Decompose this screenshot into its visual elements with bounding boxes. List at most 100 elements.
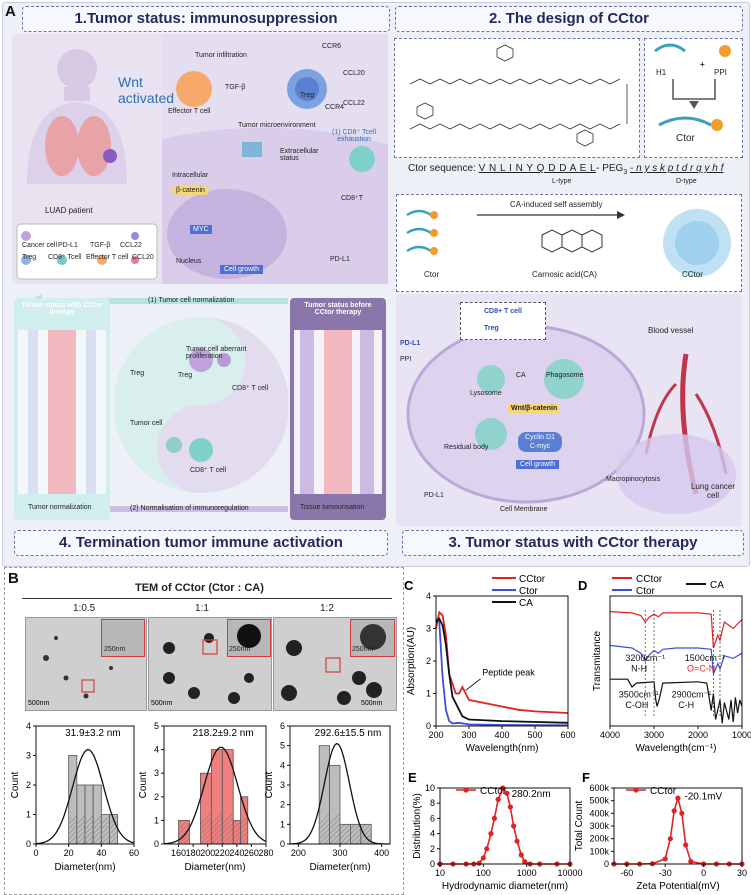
x-tick-label: 30 <box>737 868 747 878</box>
y-axis-label: Count <box>264 771 275 798</box>
tumor-cell-label: Tumor cell <box>130 420 162 427</box>
pdl1-label-sec3: PD-L1 <box>400 340 420 347</box>
x-tick-label: 3000 <box>644 730 664 740</box>
y-tick-label: 0 <box>26 839 31 849</box>
legend-cancer-cell: Cancer cell <box>22 240 58 252</box>
size-annotation: 31.9±3.2 nm <box>65 728 121 739</box>
effector-t-label: Effector T cell <box>168 108 210 115</box>
x-tick-label: 1000 <box>732 730 751 740</box>
y-tick-label: 200k <box>589 834 609 844</box>
y-tick-label: 10 <box>425 783 435 793</box>
y-axis-label: Count <box>10 771 21 798</box>
legend-ccl22: CCL22 <box>120 242 142 249</box>
ctor-label: Ctor <box>676 133 695 144</box>
legend-label: CA <box>710 580 724 591</box>
y-tick-label: 1 <box>26 810 31 820</box>
data-point <box>514 839 519 844</box>
data-point <box>488 831 493 836</box>
section-1-title: 1.Tumor status: immunosuppression <box>22 6 390 32</box>
d-type-label: D-type <box>676 178 697 185</box>
ratio-1: 1:0.5 <box>73 603 95 614</box>
cd8t-label: CD8⁺T <box>341 194 363 202</box>
tme-label: Tumor microenvironment <box>238 122 316 129</box>
series-line-cctor <box>436 612 568 713</box>
legend-ccl20: CCL20 <box>132 254 154 261</box>
panel-b-letter: B <box>8 570 19 587</box>
treg-label-left: Treg <box>130 370 144 377</box>
cd8-label-right: CD8⁺ T cell <box>232 384 268 392</box>
sequence-d: - n y s k p t d r q y h f <box>630 163 723 174</box>
data-point <box>688 859 693 864</box>
x-tick-label: 10 <box>435 868 445 878</box>
legend-label: CCtor <box>636 574 663 585</box>
data-point <box>511 823 516 828</box>
lung-cancer-cell-label: Lung cancer cell <box>690 482 736 500</box>
legend-label: CA <box>519 598 533 609</box>
patient-label: LUAD patient <box>45 206 93 215</box>
x-tick-label: 10000 <box>557 868 582 878</box>
y-tick-label: 3 <box>426 624 431 634</box>
y-tick-label: 5 <box>154 721 159 731</box>
inset-scale-1: 250nm <box>104 646 125 653</box>
before-therapy-title: Tumor status before CCtor therapy <box>294 302 382 316</box>
lysosome-label: Lysosome <box>470 390 502 397</box>
pdl1-bottom-label: PD-L1 <box>424 492 444 499</box>
sequence-l: V N L I N Y Q D D A E L <box>479 163 596 174</box>
x-tick-label: 500 <box>527 730 542 740</box>
x-tick-label: 300 <box>461 730 476 740</box>
ratio-2: 1:1 <box>195 603 209 614</box>
y-tick-label: 0 <box>604 859 609 869</box>
treg-label-right: Treg <box>178 372 192 379</box>
legend-marker <box>633 787 638 792</box>
legend-marker <box>463 787 468 792</box>
y-tick-label: 4 <box>280 760 285 770</box>
peak-annotation: 280.2nm <box>512 789 551 800</box>
series-line-cctor <box>614 798 742 864</box>
wnt-catenin-label: Wnt/β-catenin <box>508 404 560 413</box>
legend-tgfb: TGF-β <box>90 240 120 252</box>
data-point <box>683 842 688 847</box>
legend-label: CCtor <box>480 786 507 797</box>
treg-label-sec3: Treg <box>484 325 499 332</box>
x-tick-label: 400 <box>374 848 389 858</box>
y-tick-label: 100k <box>589 846 609 856</box>
phagosome-label: Phagosome <box>546 372 583 379</box>
legend-treg: Treg <box>22 252 48 264</box>
normalization-arrow-label: (1) Tumor cell normalization <box>148 297 234 304</box>
tumor-normalization-label: Tumor normalization <box>28 504 92 511</box>
series-line-cctor <box>610 612 742 648</box>
y-tick-label: 8 <box>430 798 435 808</box>
tgfb-label: TGF-β <box>225 84 245 91</box>
y-tick-label: 4 <box>26 721 31 731</box>
x-axis-label: Hydrodynamic diameter(nm) <box>442 881 568 892</box>
ccl20-label: CCL20 <box>343 70 365 77</box>
x-tick-label: 0 <box>33 848 38 858</box>
x-tick-label: -60 <box>620 868 633 878</box>
y-tick-label: 300k <box>589 821 609 831</box>
x-tick-label: 20 <box>64 848 74 858</box>
cell-growth-label-sec3: Cell growth <box>516 460 559 469</box>
data-point <box>492 816 497 821</box>
ccr4-label: CCR4 <box>325 104 344 111</box>
data-point <box>519 852 524 857</box>
self-assembly-label: CA-induced self assembly <box>510 200 602 209</box>
peptide-structure-box <box>394 38 640 158</box>
section-3-title: 3. Tumor status with CCtor therapy <box>402 530 744 556</box>
tumor-infiltration-label: Tumor infiltration <box>195 52 247 59</box>
data-point <box>672 808 677 813</box>
pdl1-label: PD-L1 <box>330 256 350 263</box>
y-tick-label: 3 <box>280 780 285 790</box>
ca-label: Carnosic acid(CA) <box>532 270 597 279</box>
ftir-annotation: 1500cm⁻¹ <box>685 653 725 663</box>
y-tick-label: 400k <box>589 808 609 818</box>
peptide-peak-annotation: Peptide peak <box>482 668 535 678</box>
beta-catenin-label: β-catenin <box>172 186 209 195</box>
y-tick-label: 0 <box>430 859 435 869</box>
cell-growth-label: Cell growth <box>220 265 263 274</box>
y-axis-label: Count <box>138 771 149 798</box>
legend-label: CCtor <box>650 786 677 797</box>
data-point <box>484 846 489 851</box>
ftir-annotation: 3200cm⁻¹ <box>625 653 665 663</box>
